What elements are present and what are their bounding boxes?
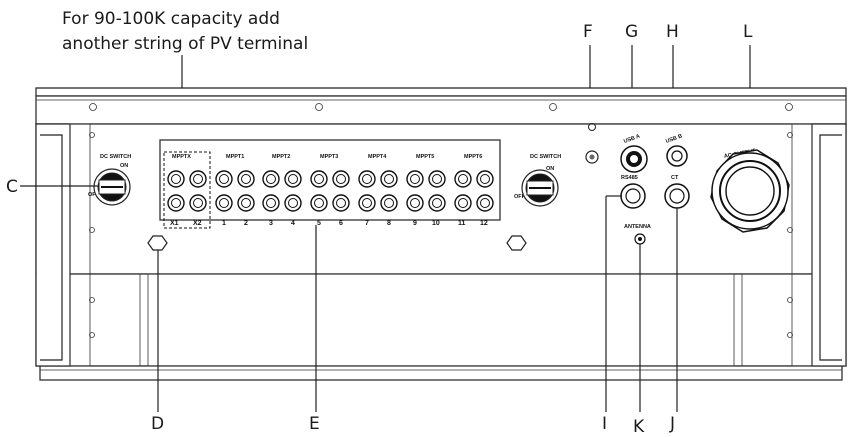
mppt-label-4: MPPT4 <box>368 154 387 160</box>
terminal-num-10: 10 <box>432 220 440 227</box>
mppt-label-x: MPPTX <box>172 154 191 160</box>
mppt-label-3: MPPT3 <box>320 154 338 160</box>
rs485-label: RS485 <box>621 175 638 181</box>
callout-k: K <box>633 417 645 437</box>
callout-i: I <box>602 414 607 434</box>
dc-switch-left[interactable]: DC SWITCH ON OFF <box>88 154 131 206</box>
antenna-label: ANTENNA <box>624 224 651 230</box>
terminal-num-x2: X2 <box>193 220 202 227</box>
mppt2-connectors[interactable] <box>262 170 302 212</box>
terminal-num-11: 11 <box>458 220 466 227</box>
callout-c: C <box>6 177 18 197</box>
usb-b-label: USB B <box>665 133 683 145</box>
ground-terminal <box>585 123 599 164</box>
mppt-label-1: MPPT1 <box>226 154 244 160</box>
terminal-num-7: 7 <box>365 220 369 227</box>
terminal-num-1: 1 <box>222 220 226 227</box>
terminal-num-12: 12 <box>480 220 488 227</box>
callout-d: D <box>151 414 164 434</box>
callout-e: E <box>309 414 320 434</box>
mppt5-connectors[interactable] <box>406 170 446 212</box>
callout-j: J <box>669 414 675 434</box>
dc-switch-right[interactable]: DC SWITCH ON OFF <box>514 154 561 207</box>
dc-switch-right-label: DC SWITCH <box>530 154 561 160</box>
usb-a-label: USB A <box>623 134 641 145</box>
mpptx-group-box <box>163 151 211 229</box>
dc-switch-left-label: DC SWITCH <box>100 154 131 160</box>
annotation-line-2: another string of PV terminal <box>62 34 308 54</box>
callout-l: L <box>743 22 753 42</box>
dc-switch-right-off: OFF <box>514 194 526 200</box>
usb-b-port[interactable]: USB B <box>665 133 688 167</box>
mppt3-connectors[interactable] <box>310 170 350 212</box>
callout-g: G <box>625 22 638 42</box>
dc-switch-right-on: ON <box>546 166 554 172</box>
mppt-label-5: MPPT5 <box>416 154 434 160</box>
annotation-line-1: For 90-100K capacity add <box>62 9 280 29</box>
mppt-label-2: MPPT2 <box>272 154 290 160</box>
mppt6-connectors[interactable] <box>454 170 494 212</box>
callout-f: F <box>583 22 593 42</box>
usb-a-port[interactable]: USB A <box>620 134 648 173</box>
antenna-port[interactable]: ANTENNA <box>624 224 651 245</box>
terminal-num-x1: X1 <box>170 220 179 227</box>
terminal-num-8: 8 <box>387 220 391 227</box>
terminal-num-4: 4 <box>291 220 295 227</box>
hex-bolt-left <box>147 235 168 251</box>
terminal-num-9: 9 <box>413 220 417 227</box>
mppt1-connectors[interactable] <box>215 170 255 212</box>
hex-bolt-right <box>506 235 527 251</box>
mppt-label-6: MPPT6 <box>464 154 482 160</box>
pv-terminal-panel: MPPTX MPPT1 MPPT2 MPPT3 MPPT4 MPPT5 MPPT… <box>159 139 501 229</box>
ct-label: CT <box>671 175 679 181</box>
dc-switch-left-off: OFF <box>88 192 100 198</box>
mpptx-connectors[interactable] <box>167 170 207 212</box>
terminal-num-6: 6 <box>339 220 343 227</box>
dc-switch-left-on: ON <box>120 163 128 169</box>
terminal-num-3: 3 <box>269 220 273 227</box>
mppt4-connectors[interactable] <box>358 170 398 212</box>
callout-h: H <box>666 22 679 42</box>
ac-output-gland[interactable]: AC OUTPUT <box>710 148 790 233</box>
terminal-num-2: 2 <box>244 220 248 227</box>
rs485-port[interactable]: RS485 <box>620 175 646 209</box>
terminal-num-5: 5 <box>317 220 321 227</box>
